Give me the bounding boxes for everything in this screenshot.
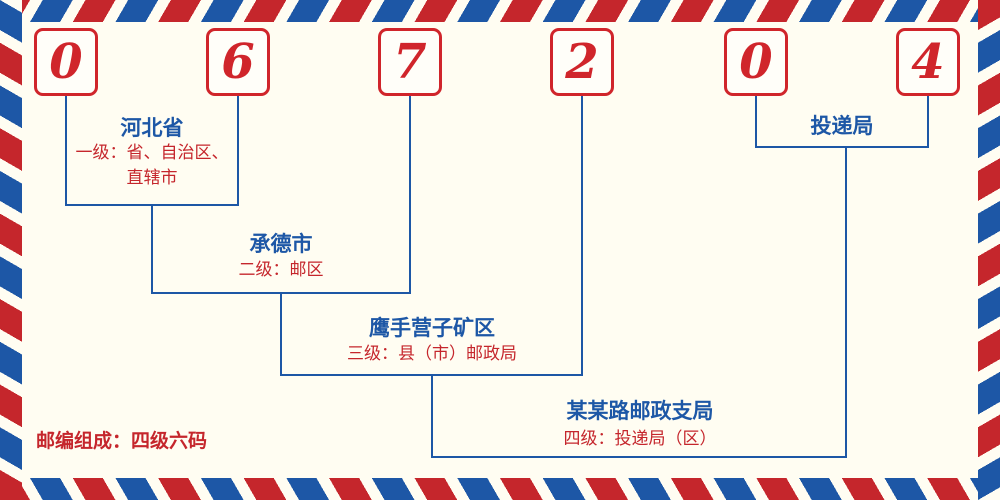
connector-line [431,456,847,458]
postal-digit-5: 0 [724,28,788,96]
level-2-name: 承德市 [249,232,313,256]
connector-line [581,96,583,376]
level-4-name: 某某路邮政支局 [566,399,714,423]
level-3-desc: 三级：县（市）邮政局 [347,344,517,364]
connector-line [65,96,67,206]
connector-line [755,146,929,148]
connector-line [237,96,239,206]
postal-digit-2: 6 [206,28,270,96]
postal-digit-4: 2 [550,28,614,96]
level-3-name: 鹰手营子矿区 [369,316,495,340]
airmail-border-left [0,0,22,500]
airmail-border-right [978,0,1000,500]
level-1-name: 河北省 [120,116,184,140]
delivery-office-name: 投递局 [810,114,874,138]
connector-line [845,146,847,458]
postal-digit-1: 0 [34,28,98,96]
connector-line [755,96,757,148]
level-4-desc: 四级：投递局（区） [563,429,717,449]
postal-digit-3: 7 [378,28,442,96]
postal-digit-6: 4 [896,28,960,96]
connector-line [431,374,433,458]
connector-line [927,96,929,148]
level-1-desc: 一级：省、自治区、直辖市 [75,143,229,188]
airmail-border-bottom [0,478,1000,500]
airmail-border-top [0,0,1000,22]
level-2-desc: 二级：邮区 [238,260,324,280]
connector-line [151,204,153,294]
postal-code-composition-note: 邮编组成：四级六码 [36,430,208,452]
connector-line [409,96,411,294]
connector-line [280,292,282,376]
